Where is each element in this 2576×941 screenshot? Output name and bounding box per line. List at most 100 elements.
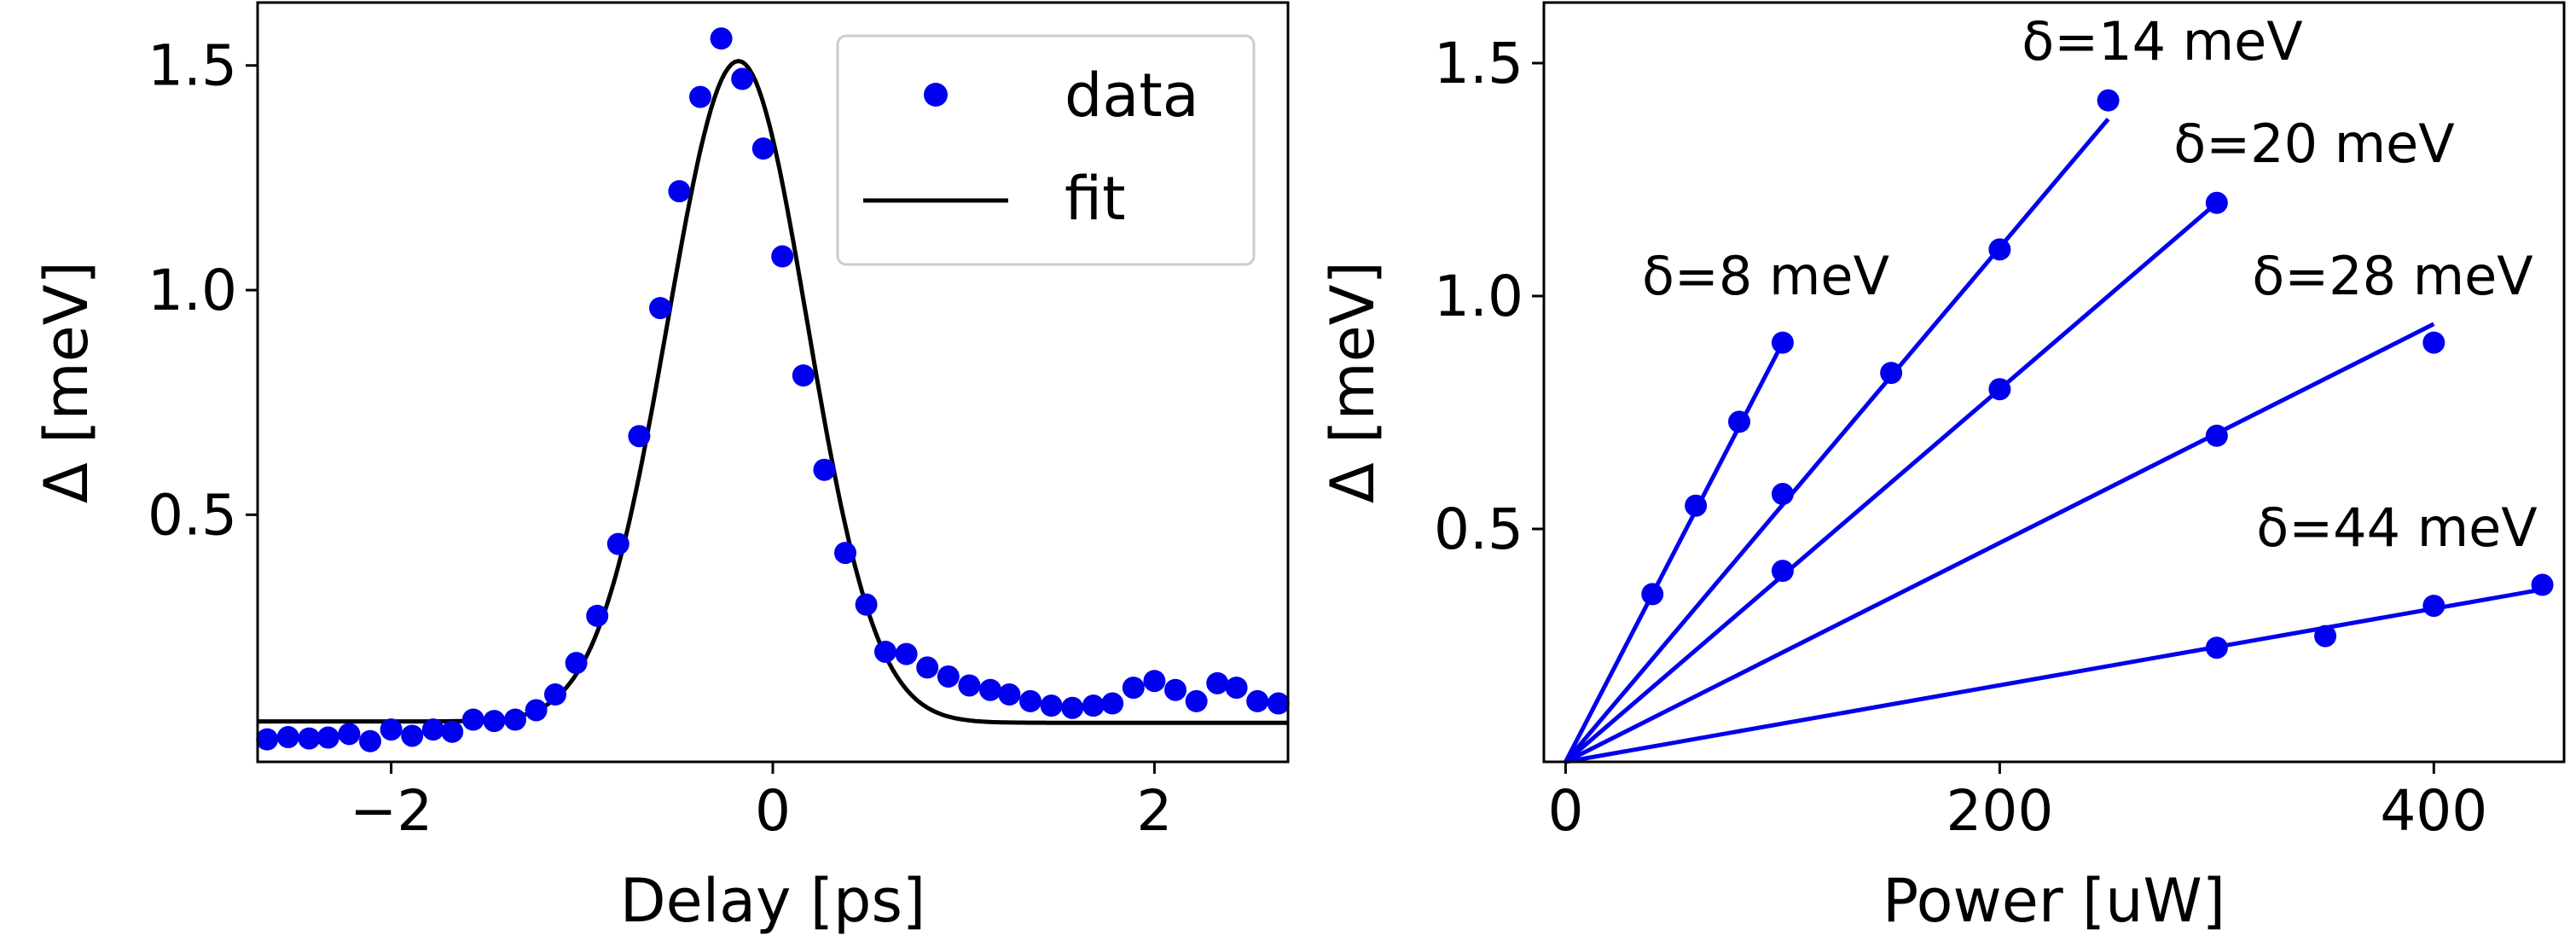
- y-tick-label: 1.5: [1434, 31, 1523, 96]
- x-tick-label: 0: [1547, 778, 1583, 844]
- data-point: [565, 652, 588, 675]
- delay-chart-marks: [256, 27, 1290, 752]
- data-point-delta-1: [1880, 362, 1903, 385]
- data-point: [1246, 689, 1269, 712]
- data-point: [380, 718, 403, 741]
- data-point-delta-4: [2531, 573, 2554, 596]
- data-point-delta-2: [2205, 191, 2228, 214]
- power-chart-frame: [1542, 1, 2566, 764]
- data-point: [1185, 689, 1208, 712]
- data-point: [543, 683, 566, 706]
- delay-chart: −2 0 2 0.5 1.0 1.5 Delay [ps] Δ [meV] data fi…: [32, 1, 1290, 936]
- y-tick-label: 0.5: [148, 482, 237, 548]
- legend-data-label: data: [1065, 61, 1199, 131]
- data-point-delta-1: [2097, 89, 2120, 112]
- data-point: [668, 180, 691, 203]
- data-point: [1164, 678, 1187, 701]
- data-point-delta-4: [2314, 624, 2337, 648]
- data-point: [649, 297, 672, 320]
- annotation-delta-28: δ=28 meV: [2252, 245, 2532, 307]
- x-tick-label: 400: [2380, 778, 2487, 844]
- x-tick-label: 0: [755, 778, 791, 844]
- data-point: [834, 542, 857, 565]
- data-point: [710, 27, 733, 50]
- data-point: [1225, 677, 1248, 700]
- data-point: [461, 708, 484, 731]
- data-point: [916, 656, 939, 679]
- data-point-delta-0: [1685, 494, 1708, 517]
- data-point: [792, 364, 815, 387]
- data-point: [1019, 689, 1041, 712]
- power-chart: 0 200 400 0.5 1.0 1.5 Power [uW] Δ [meV] δ=8 …: [1318, 1, 2566, 936]
- x-tick-label: −2: [350, 778, 432, 844]
- y-tick-label: 1.0: [148, 258, 237, 323]
- data-point: [586, 604, 609, 627]
- data-point-delta-4: [2422, 595, 2445, 618]
- legend-data-marker: [924, 83, 948, 107]
- legend-fit-label: fit: [1065, 164, 1126, 234]
- fit-line-delta-1: [1564, 117, 2110, 764]
- data-point: [441, 720, 464, 743]
- annotation-delta-44: δ=44 meV: [2256, 497, 2537, 559]
- data-point: [1143, 670, 1166, 693]
- fit-line-delta-2: [1564, 200, 2219, 764]
- data-point: [998, 683, 1021, 706]
- data-point: [401, 724, 424, 747]
- data-point: [937, 665, 960, 688]
- data-point: [276, 726, 299, 749]
- data-point: [1122, 677, 1145, 700]
- data-point: [316, 726, 339, 749]
- fit-line-delta-3: [1564, 322, 2435, 764]
- data-point: [958, 674, 981, 697]
- annotation-delta-14: δ=14 meV: [2022, 10, 2302, 73]
- data-point: [1267, 692, 1290, 715]
- delay-chart-legend: data fit: [836, 34, 1256, 266]
- data-point: [813, 458, 836, 481]
- delay-chart-xlabel: Delay [ps]: [620, 866, 926, 936]
- data-point: [628, 425, 651, 448]
- data-point: [298, 727, 321, 750]
- fit-line-delta-4: [1565, 587, 2543, 764]
- fit-line-delta-0: [1564, 341, 1785, 764]
- data-point-delta-1: [1771, 483, 1794, 506]
- data-point: [979, 678, 1002, 701]
- data-point: [421, 718, 444, 741]
- data-point: [771, 245, 794, 268]
- data-point: [1101, 692, 1124, 715]
- x-tick-label: 2: [1136, 778, 1172, 844]
- power-chart-marks: [1564, 89, 2554, 764]
- data-point: [1040, 694, 1063, 717]
- power-chart-ylabel: Δ [meV]: [1318, 261, 1388, 503]
- annotation-delta-20: δ=20 meV: [2173, 113, 2454, 175]
- data-point-delta-3: [2422, 331, 2445, 354]
- data-point-delta-2: [1988, 378, 2011, 401]
- y-tick-label: 0.5: [1434, 497, 1523, 562]
- data-point: [873, 640, 896, 663]
- data-point-delta-0: [1771, 331, 1794, 354]
- data-point: [256, 728, 279, 751]
- data-point: [731, 67, 754, 90]
- delay-chart-axes: −2 0 2 0.5 1.0 1.5: [148, 33, 1172, 844]
- power-chart-xlabel: Power [uW]: [1883, 866, 2225, 936]
- data-point-delta-4: [2205, 636, 2228, 659]
- delay-chart-ylabel: Δ [meV]: [32, 261, 102, 503]
- data-point-delta-0: [1728, 410, 1751, 433]
- data-point: [1082, 694, 1105, 717]
- annotation-delta-8: δ=8 meV: [1642, 245, 1889, 307]
- data-point: [855, 593, 878, 616]
- data-point: [504, 708, 526, 731]
- power-chart-axes: 0 200 400 0.5 1.0 1.5: [1434, 31, 2487, 844]
- y-tick-label: 1.5: [148, 33, 237, 99]
- data-point: [1206, 671, 1229, 694]
- x-tick-label: 200: [1946, 778, 2053, 844]
- data-point: [483, 710, 506, 733]
- data-point: [525, 699, 548, 722]
- y-tick-label: 1.0: [1434, 264, 1523, 329]
- data-point: [358, 729, 381, 752]
- data-point: [606, 532, 629, 555]
- data-point: [751, 137, 775, 160]
- data-point-delta-0: [1641, 583, 1664, 606]
- data-point: [688, 85, 711, 108]
- data-point: [1061, 696, 1084, 719]
